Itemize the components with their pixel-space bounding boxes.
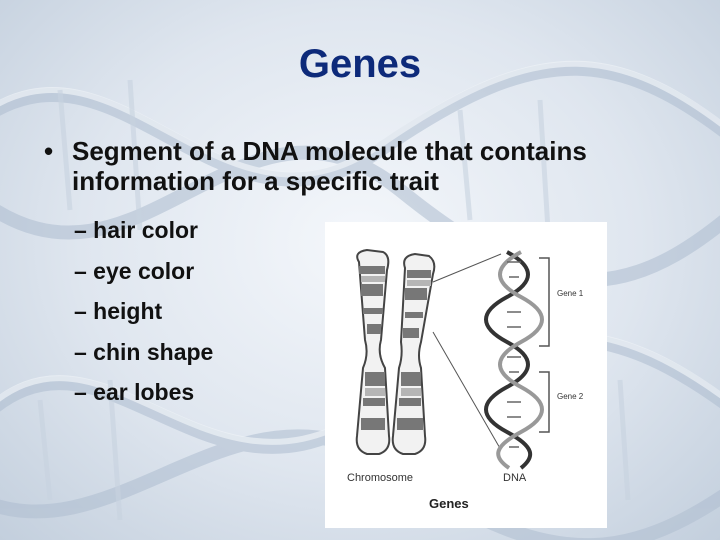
chromosome-label: Chromosome [347, 472, 414, 484]
chromosome-icon [355, 248, 436, 455]
dna-double-helix-icon [484, 250, 544, 470]
sub-bullet-list: – hair color – eye color – height – chin… [74, 214, 213, 417]
gene-brackets [539, 257, 550, 433]
main-bullet-text: Segment of a DNA molecule that contains … [72, 136, 587, 196]
gene2-label: Gene 2 [557, 392, 584, 401]
bullet-dot: • [44, 136, 54, 166]
sub-bullet-item: – hair color [74, 217, 198, 243]
genes-diagram: Gene 1 Gene 2 Chromosome DNA Genes [325, 222, 607, 528]
sub-bullet-item: – ear lobes [74, 379, 195, 405]
dna-label: DNA [503, 472, 527, 484]
gene1-label: Gene 1 [557, 289, 584, 298]
sub-bullet-item: – eye color [74, 257, 195, 284]
slide-title: Genes [298, 42, 422, 86]
sub-bullet-item: – height [74, 298, 163, 324]
chromosome-dna-illustration [355, 248, 550, 470]
figure-caption: Genes [429, 496, 469, 511]
sub-bullet-item: – chin shape [74, 338, 214, 365]
